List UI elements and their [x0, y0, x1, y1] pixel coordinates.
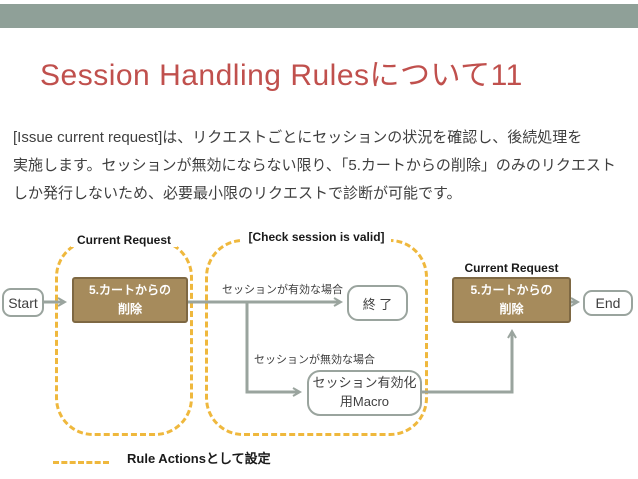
dashed-line-sample — [53, 461, 109, 464]
edge-label-session-invalid: セッションが無効な場合 — [254, 354, 375, 366]
request-node-1: 5.カートからの 削除 — [72, 277, 188, 323]
legend: Rule Actionsとして設定 — [53, 448, 271, 467]
request-node-2: 5.カートからの 削除 — [452, 277, 571, 323]
edge-label-session-valid: セッションが有効な場合 — [222, 284, 343, 296]
body-paragraph: [Issue current request]は、リクエストごとにセッションの状… — [13, 124, 616, 208]
edge-macro-to-request2 — [422, 328, 517, 394]
body-line-3: しか発行しないため、必要最小限のリクエストで診断が可能です。 — [13, 185, 462, 202]
end-node: End — [583, 290, 633, 316]
group-label-check-session-valid: [Check session is valid] — [205, 230, 428, 244]
slide-title: Session Handling Rulesについて11 — [40, 59, 523, 92]
edge-branch-to-macro — [245, 302, 303, 397]
terminate-node: 終 了 — [347, 285, 408, 321]
session-macro-node: セッション有効化 用Macro — [307, 370, 422, 416]
body-line-1: [Issue current request]は、リクエストごとにセッションの状… — [13, 129, 583, 146]
top-accent-bar — [0, 4, 638, 28]
start-node: Start — [2, 288, 44, 317]
body-line-2: 実施します。セッションが無効にならない限り、「5.カートからの削除」のみのリクエ… — [13, 157, 616, 174]
group-label-current-request-1: Current Request — [55, 233, 193, 247]
legend-label: Rule Actionsとして設定 — [127, 451, 271, 466]
label-current-request-2: Current Request — [452, 261, 571, 275]
